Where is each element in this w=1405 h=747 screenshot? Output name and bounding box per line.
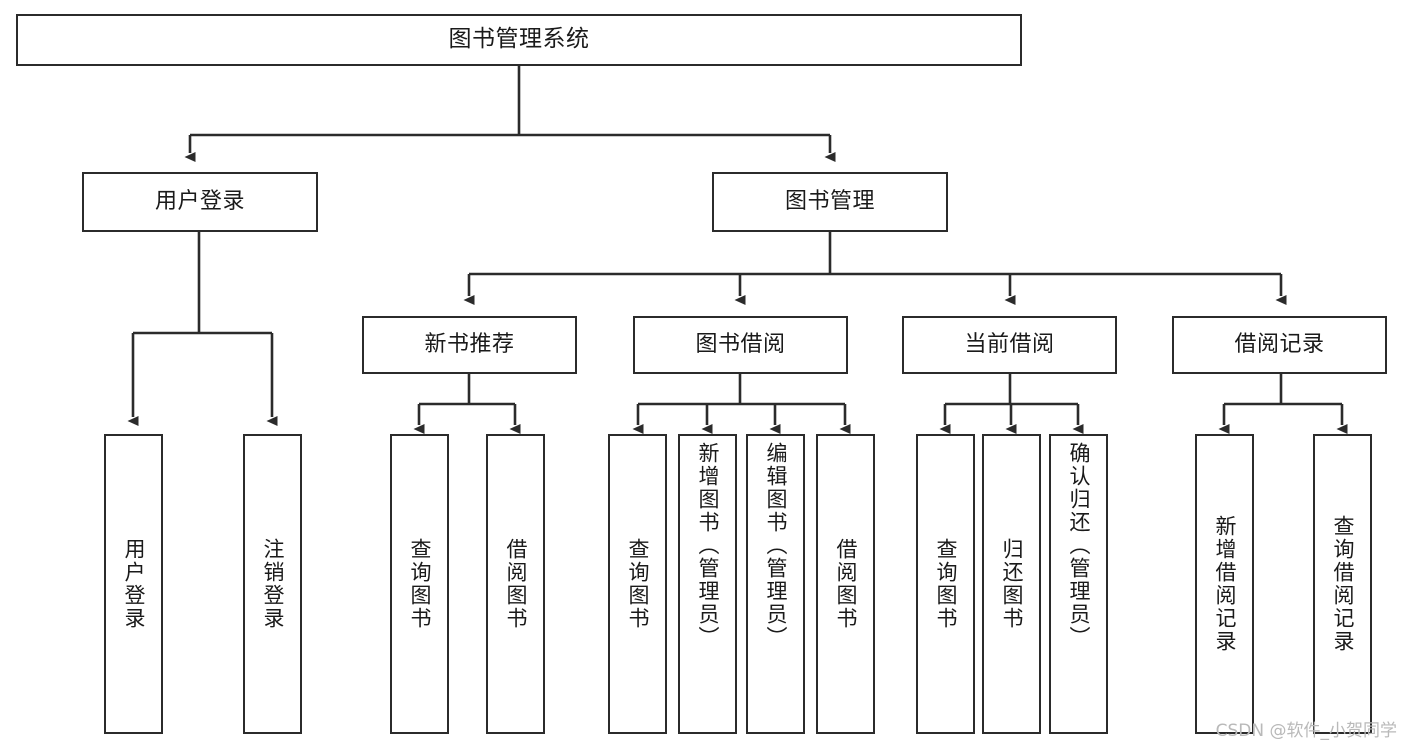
node-leaf-confirm-return[interactable]: 确认归还（管理员）	[1049, 434, 1108, 734]
node-user-login[interactable]: 用户登录	[82, 172, 318, 232]
node-leaf-user-logout[interactable]: 注销登录	[243, 434, 302, 734]
node-leaf-query-book-3[interactable]: 查询图书	[916, 434, 975, 734]
node-book-borrow-label: 图书借阅	[695, 331, 786, 357]
node-book-borrow[interactable]: 图书借阅	[633, 316, 848, 374]
node-leaf-query-book-1[interactable]: 查询图书	[390, 434, 449, 734]
node-leaf-user-logout-label: 注销登录	[261, 538, 285, 630]
node-root-label: 图书管理系统	[448, 26, 590, 53]
node-root[interactable]: 图书管理系统	[16, 14, 1022, 66]
node-leaf-borrow-book-1[interactable]: 借阅图书	[486, 434, 545, 734]
node-leaf-user-login[interactable]: 用户登录	[104, 434, 163, 734]
node-new-book-recommend[interactable]: 新书推荐	[362, 316, 577, 374]
node-leaf-confirm-return-label: 确认归还（管理员）	[1067, 442, 1091, 649]
node-leaf-query-record[interactable]: 查询借阅记录	[1313, 434, 1372, 734]
node-book-manage[interactable]: 图书管理	[712, 172, 948, 232]
csdn-watermark: CSDN @软件_小贺同学	[1215, 721, 1397, 741]
node-leaf-add-record-label: 新增借阅记录	[1213, 515, 1237, 653]
node-leaf-user-login-label: 用户登录	[122, 538, 146, 630]
node-current-borrow-label: 当前借阅	[964, 331, 1055, 357]
node-leaf-edit-book[interactable]: 编辑图书（管理员）	[746, 434, 805, 734]
node-borrow-record[interactable]: 借阅记录	[1172, 316, 1387, 374]
node-leaf-add-book-label: 新增图书（管理员）	[696, 442, 720, 649]
node-leaf-return-book[interactable]: 归还图书	[982, 434, 1041, 734]
node-leaf-borrow-book-2-label: 借阅图书	[834, 538, 858, 630]
node-leaf-query-record-label: 查询借阅记录	[1331, 515, 1355, 653]
node-leaf-query-book-2-label: 查询图书	[626, 538, 650, 630]
node-leaf-edit-book-label: 编辑图书（管理员）	[764, 442, 788, 649]
node-user-login-label: 用户登录	[154, 188, 245, 214]
node-leaf-borrow-book-1-label: 借阅图书	[504, 538, 528, 630]
node-borrow-record-label: 借阅记录	[1234, 331, 1325, 357]
node-leaf-add-book[interactable]: 新增图书（管理员）	[678, 434, 737, 734]
node-current-borrow[interactable]: 当前借阅	[902, 316, 1117, 374]
node-leaf-query-book-2[interactable]: 查询图书	[608, 434, 667, 734]
node-new-book-recommend-label: 新书推荐	[424, 331, 515, 357]
node-leaf-query-book-1-label: 查询图书	[408, 538, 432, 630]
node-leaf-borrow-book-2[interactable]: 借阅图书	[816, 434, 875, 734]
node-leaf-return-book-label: 归还图书	[1000, 538, 1024, 630]
node-leaf-query-book-3-label: 查询图书	[934, 538, 958, 630]
node-book-manage-label: 图书管理	[784, 188, 875, 214]
node-leaf-add-record[interactable]: 新增借阅记录	[1195, 434, 1254, 734]
